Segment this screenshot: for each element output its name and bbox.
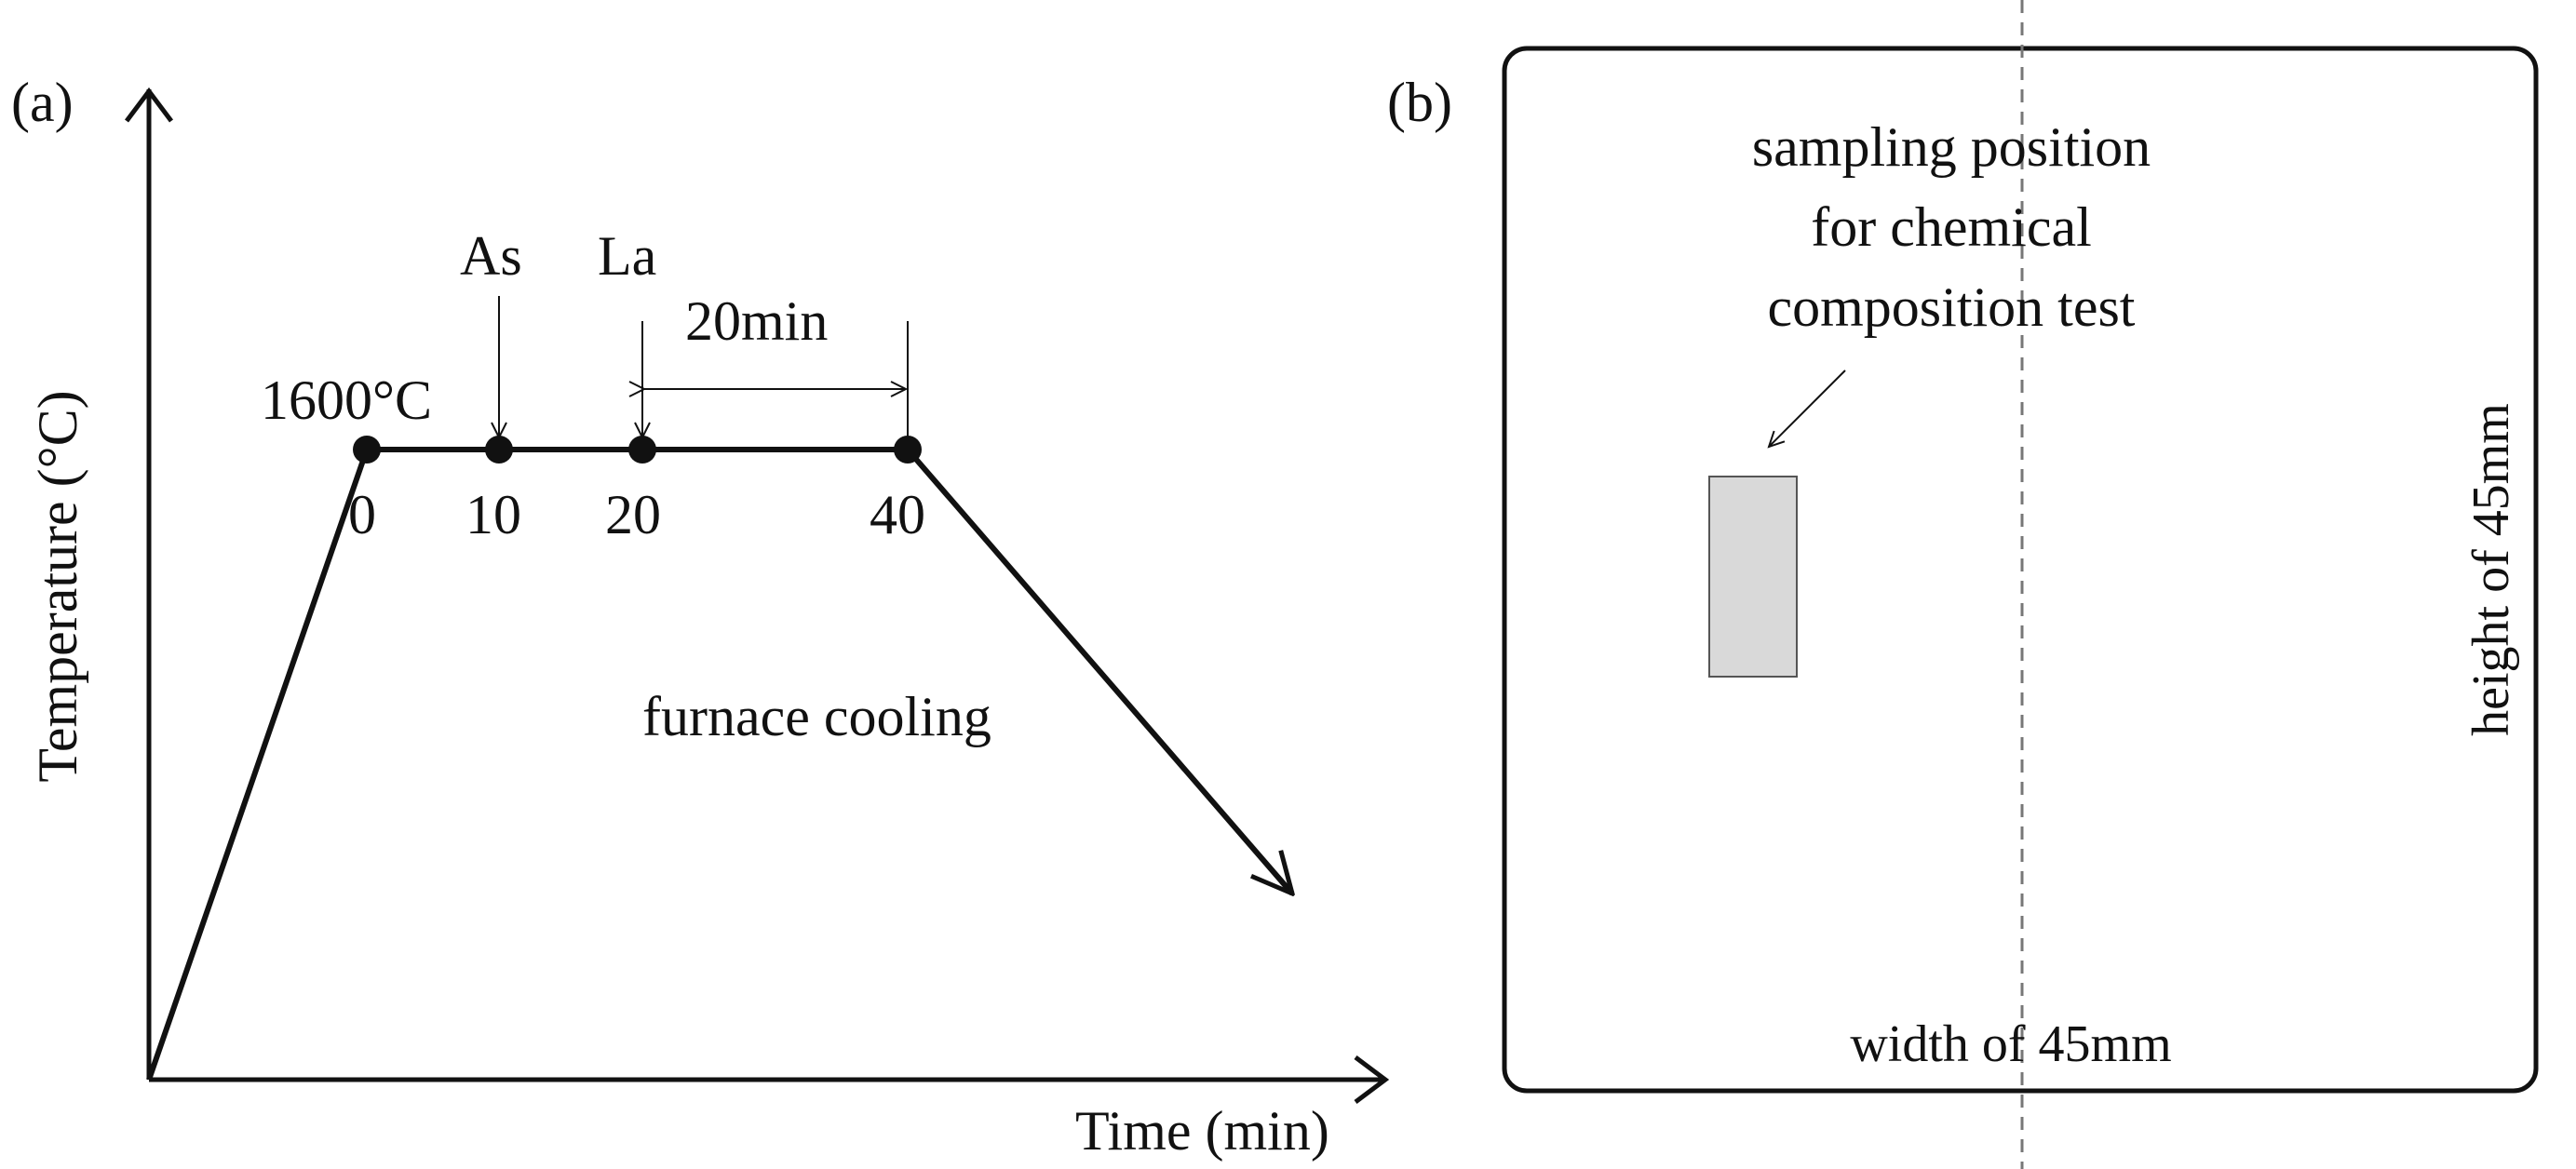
- point-40: [894, 436, 922, 464]
- y-axis-label: Temperature (°C): [27, 390, 88, 782]
- time-label-0: 0: [348, 484, 376, 545]
- point-10: [485, 436, 513, 464]
- x-axis-label: Time (min): [1075, 1100, 1329, 1162]
- panel-a-label: (a): [11, 72, 74, 133]
- width-label: width of 45mm: [1850, 1015, 2171, 1073]
- temperature-label: 1600°C: [261, 370, 432, 431]
- panel-a: (a) Temperature (°C) Time (min) 1600°C 0…: [11, 72, 1390, 1162]
- sampling-region: [1708, 476, 1798, 678]
- addition-la-label: La: [598, 225, 656, 287]
- panel-b: (b) sampling position for chemical compo…: [1387, 0, 2539, 1169]
- sampling-text-line-1: sampling position: [1752, 116, 2151, 178]
- height-label: height of 45mm: [2462, 403, 2520, 736]
- time-label-40: 40: [870, 484, 925, 545]
- point-20: [628, 436, 656, 464]
- addition-as-label: As: [460, 225, 522, 287]
- y-axis-arrowhead: [125, 87, 173, 123]
- sampling-arrow: [1769, 370, 1846, 447]
- point-0: [353, 436, 381, 464]
- sampling-text-line-2: for chemical: [1811, 196, 2092, 258]
- sampling-text-line-3: composition test: [1768, 276, 2136, 338]
- x-axis-arrowhead: [1354, 1055, 1390, 1104]
- cooling-label: furnace cooling: [642, 686, 991, 747]
- panel-b-label: (b): [1387, 72, 1452, 133]
- time-label-20: 20: [605, 484, 661, 545]
- temperature-profile: [146, 447, 1292, 1081]
- hold-duration-label: 20min: [685, 290, 828, 352]
- sample-outline: [1502, 46, 2539, 1094]
- time-label-10: 10: [465, 484, 521, 545]
